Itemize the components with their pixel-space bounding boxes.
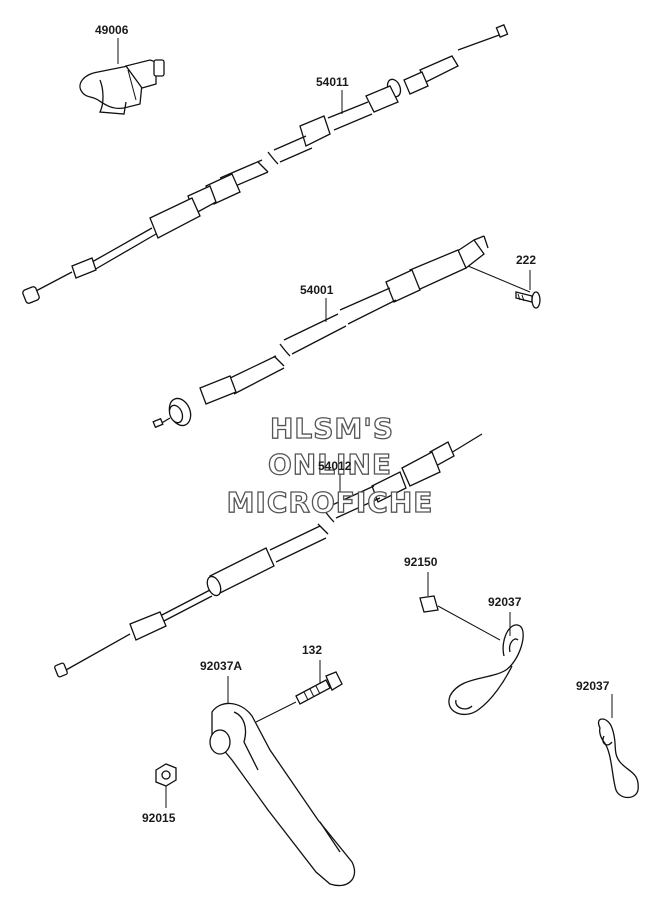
screw-222[interactable] [515, 291, 541, 309]
label-92037-b[interactable]: 92037 [576, 679, 610, 693]
watermark-line-1: HLSM'S [270, 412, 394, 445]
clamp-92037-a[interactable] [448, 624, 524, 715]
bolt-132[interactable] [255, 671, 343, 723]
label-54012[interactable]: 54012 [318, 459, 352, 473]
label-92015[interactable]: 92015 [142, 811, 176, 825]
label-132[interactable]: 132 [302, 643, 322, 657]
cable-54012[interactable] [54, 433, 483, 678]
label-49006[interactable]: 49006 [95, 23, 129, 37]
watermark: HLSM'S ONLINE MICROFICHE [226, 411, 434, 519]
label-222[interactable]: 222 [516, 253, 536, 267]
label-54011[interactable]: 54011 [316, 75, 349, 89]
label-92037A[interactable]: 92037A [200, 659, 242, 673]
label-54001[interactable]: 54001 [300, 283, 334, 297]
cable-54011[interactable] [22, 24, 509, 304]
bolt-92150[interactable] [419, 595, 501, 641]
label-92037-a[interactable]: 92037 [488, 595, 522, 609]
bracket-92037A[interactable] [209, 702, 356, 887]
watermark-line-2: ONLINE [268, 448, 392, 481]
watermark-line-3: MICROFICHE [227, 486, 434, 519]
cable-54001[interactable] [152, 235, 531, 429]
nut-92015[interactable] [155, 763, 177, 787]
label-92150[interactable]: 92150 [404, 555, 438, 569]
grip-cover-part[interactable] [79, 59, 165, 115]
clamp-92037-b[interactable] [597, 718, 639, 799]
